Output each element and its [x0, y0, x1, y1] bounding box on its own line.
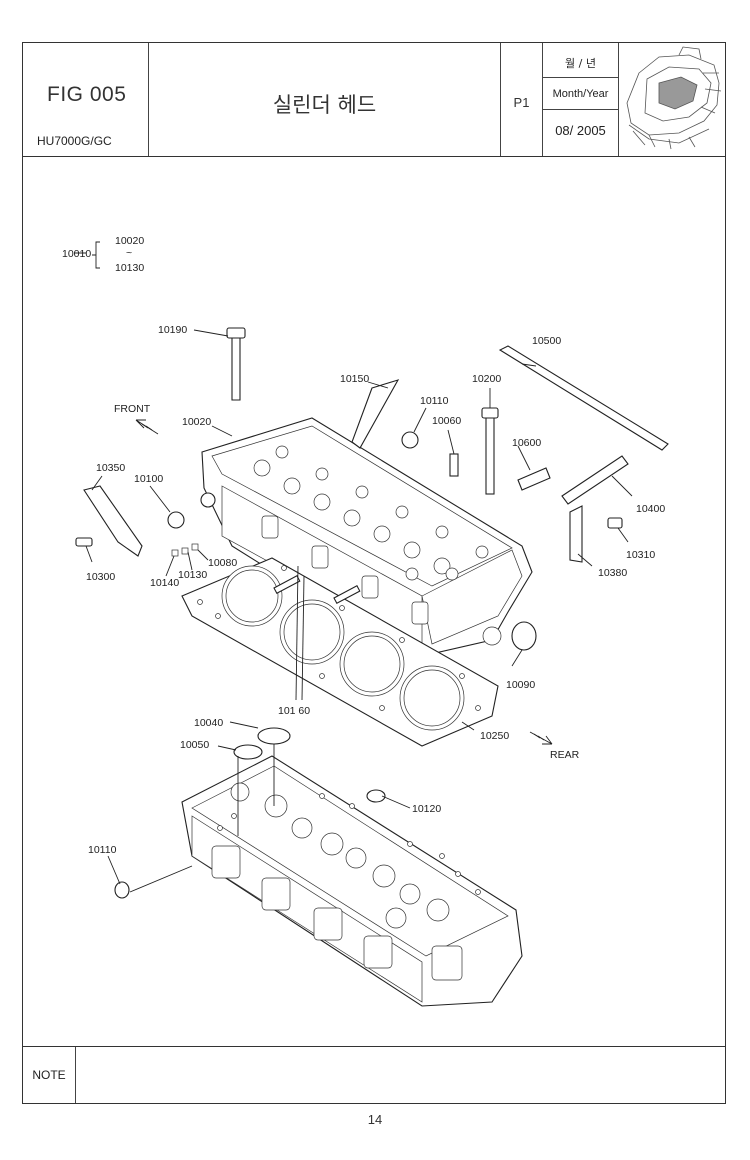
callout-10250: 10250	[480, 730, 509, 742]
callout-10380: 10380	[598, 567, 627, 579]
callout-assembly-from: 10020	[115, 235, 144, 247]
page-number: 14	[367, 1112, 383, 1127]
model-code: HU7000G/GC	[37, 134, 112, 148]
date-cell: 월 / 년 Month/Year 08/ 2005	[543, 43, 619, 156]
callout-10500: 10500	[532, 335, 561, 347]
callout-10130: 10130	[178, 569, 207, 581]
exploded-parts-diagram: 10010 10020 ~ 10130	[62, 235, 669, 1007]
callout-10140: 10140	[150, 577, 179, 589]
callout-10050: 10050	[180, 739, 209, 751]
callout-10110-top: 10110	[420, 395, 449, 407]
callout-10040: 10040	[194, 717, 223, 729]
callout-10090: 10090	[506, 679, 535, 691]
header-block: FIG 005 HU7000G/GC 실린더 헤드 P1 월 / 년 Month…	[23, 43, 725, 157]
machine-illustration	[619, 43, 726, 156]
fig-cell: FIG 005 HU7000G/GC	[23, 43, 149, 156]
month-year-kr-box: 월 / 년	[543, 43, 618, 78]
machine-sketch-icon	[626, 46, 722, 150]
callout-10200: 10200	[472, 373, 501, 385]
cylinder-head-upper	[200, 417, 533, 657]
figure-number: FIG 005	[47, 83, 127, 106]
callout-10100: 10100	[134, 473, 163, 485]
issue-date: 08/ 2005	[555, 123, 606, 138]
callout-10150: 10150	[340, 373, 369, 385]
front-label: FRONT	[114, 403, 151, 415]
callout-10350: 10350	[96, 462, 125, 474]
month-year-en: Month/Year	[552, 88, 609, 100]
front-arrow-icon	[135, 419, 159, 435]
callout-10160: 101 60	[278, 705, 310, 717]
callout-10060: 10060	[432, 415, 461, 427]
cylinder-head-lower	[181, 755, 523, 1007]
rear-label: REAR	[550, 749, 580, 761]
callout-assembly-tilde: ~	[126, 247, 132, 259]
note-label: NOTE	[23, 1047, 76, 1103]
month-year-en-box: Month/Year	[543, 77, 618, 110]
callout-10310: 10310	[626, 549, 655, 561]
callout-assembly-main: 10010	[62, 248, 91, 260]
month-year-kr: 월 / 년	[565, 57, 596, 70]
assembly-bracket: 10010 10020 ~ 10130	[62, 235, 144, 274]
callout-10400: 10400	[636, 503, 665, 515]
page-ref-cell: P1	[501, 43, 543, 156]
callout-10600: 10600	[512, 437, 541, 449]
rear-arrow-icon	[529, 731, 553, 745]
callout-10300: 10300	[86, 571, 115, 583]
head-gasket	[181, 557, 499, 747]
callout-10020: 10020	[182, 416, 211, 428]
title-cell: 실린더 헤드	[149, 43, 501, 156]
callout-10120: 10120	[412, 803, 441, 815]
leader-lines	[85, 329, 633, 893]
callout-10110-bottom: 10110	[88, 844, 117, 856]
page-ref: P1	[513, 95, 530, 110]
parts-sheet: FIG 005 HU7000G/GC 실린더 헤드 P1 월 / 년 Month…	[22, 42, 726, 1104]
small-parts	[75, 327, 669, 899]
callout-10190: 10190	[158, 324, 187, 336]
callout-assembly-to: 10130	[115, 262, 144, 274]
page-title: 실린더 헤드	[272, 93, 377, 117]
callout-10080: 10080	[208, 557, 237, 569]
note-row: NOTE	[23, 1046, 725, 1103]
